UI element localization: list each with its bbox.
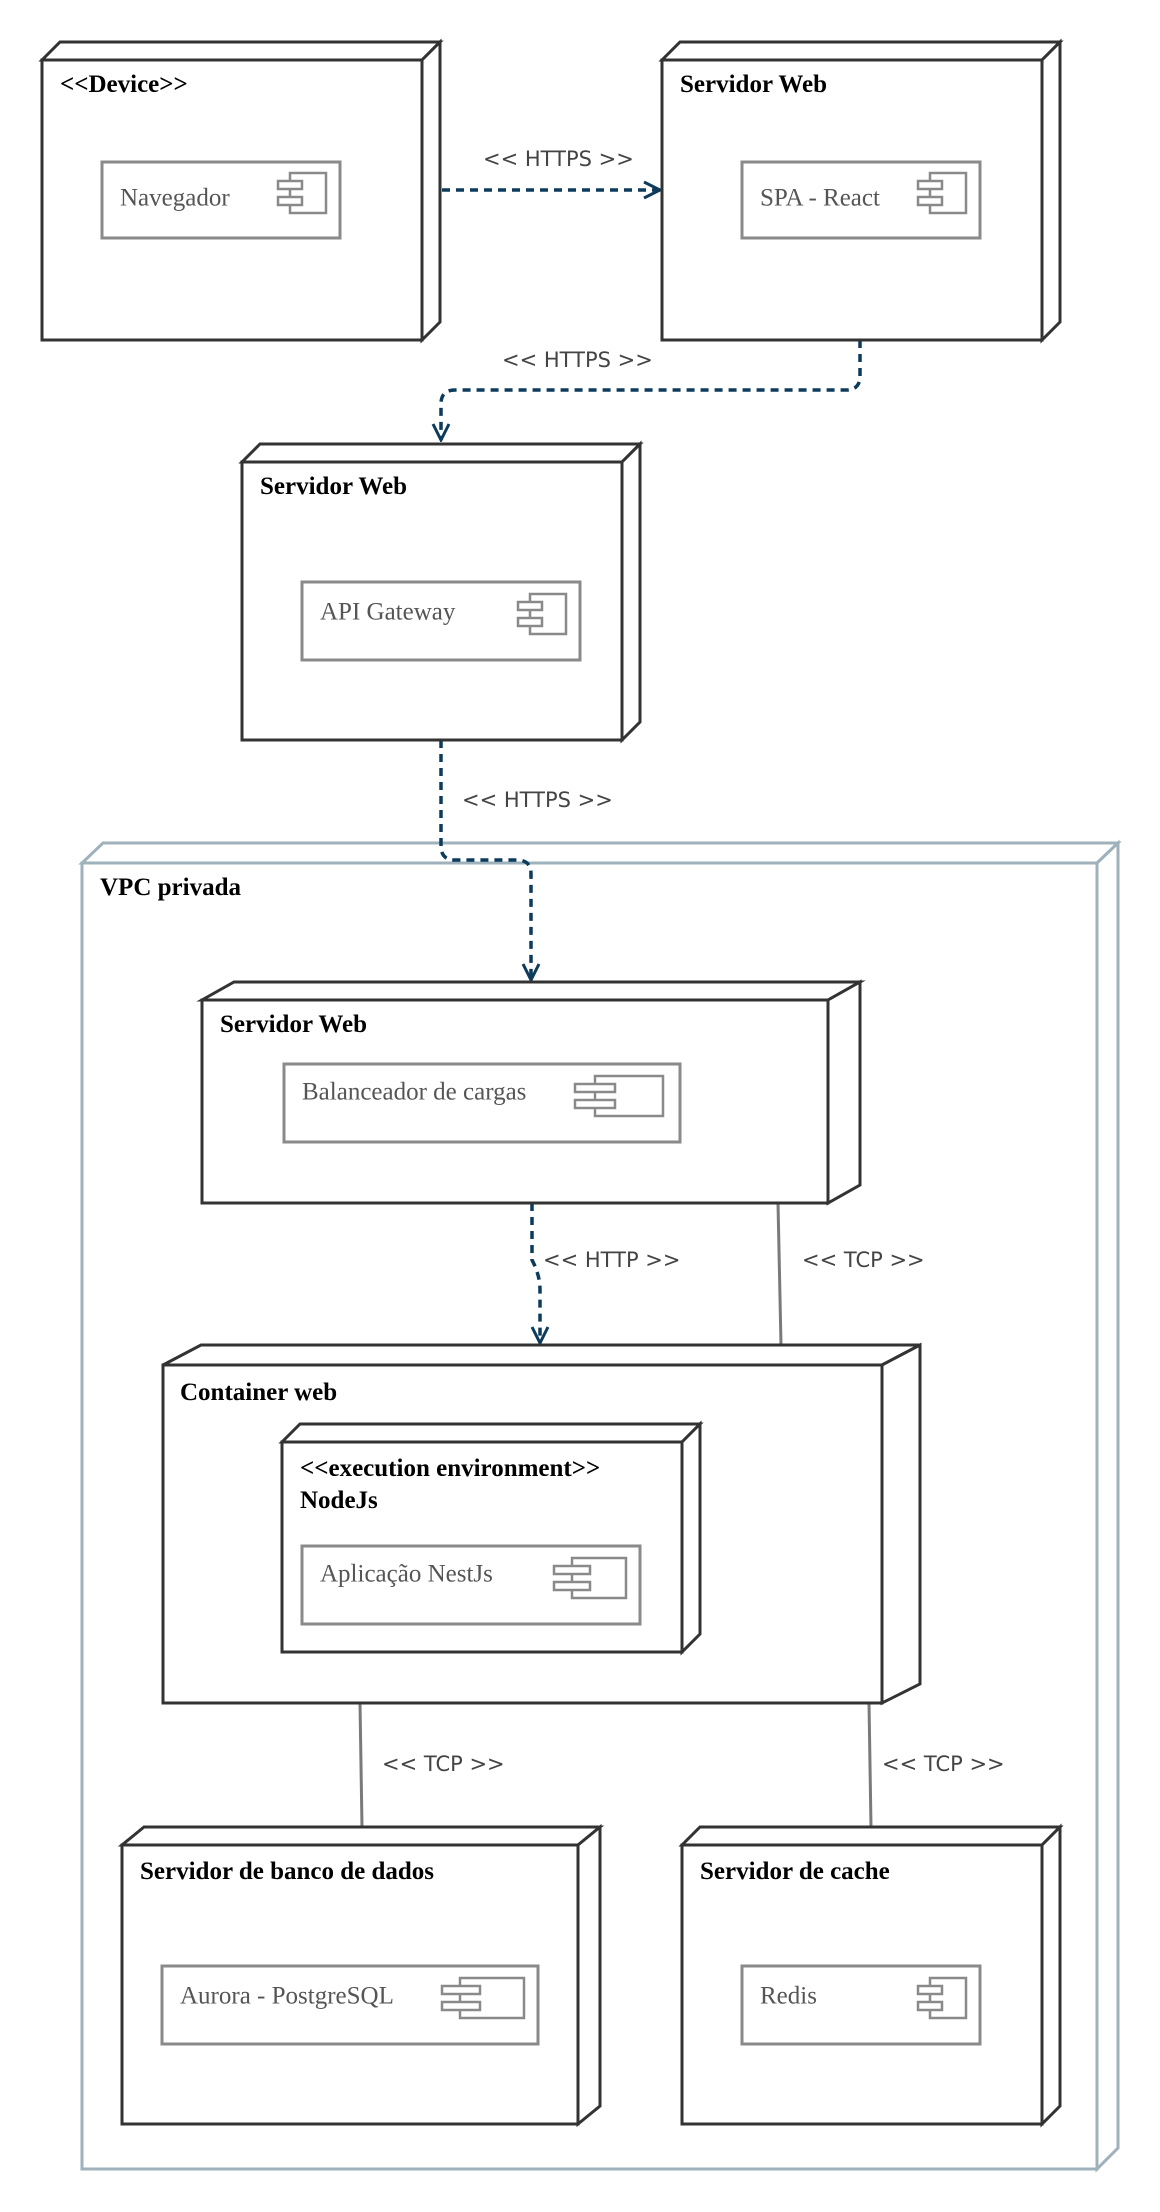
web-server-api-node[interactable]: Servidor Web API Gateway <box>238 440 644 744</box>
edge-label-lb-to-container: << HTTP >> <box>543 1248 680 1272</box>
edge-label-container-to-db: << TCP >> <box>382 1752 505 1776</box>
container-web-title: Container web <box>180 1379 337 1406</box>
component-icon <box>552 1556 628 1600</box>
edge-label-lb-to-container-tcp: << TCP >> <box>802 1248 925 1272</box>
component-icon <box>440 1976 526 2020</box>
spa-react-component[interactable]: SPA - React <box>740 160 982 240</box>
aurora-postgresql-component[interactable]: Aurora - PostgreSQL <box>160 1964 540 2046</box>
load-balancer-label: Balanceador de cargas <box>302 1079 526 1106</box>
load-balancer-component[interactable]: Balanceador de cargas <box>282 1062 682 1144</box>
api-gateway-component[interactable]: API Gateway <box>300 580 582 662</box>
component-icon <box>573 1074 665 1118</box>
navegador-label: Navegador <box>120 185 230 212</box>
navegador-component[interactable]: Navegador <box>100 160 342 240</box>
cache-server-node[interactable]: Servidor de cache Redis <box>678 1823 1064 2128</box>
web-server-api-title: Servidor Web <box>260 473 407 500</box>
component-icon <box>276 171 328 215</box>
edge-lb-to-container-tcp[interactable] <box>776 1202 783 1346</box>
component-icon <box>916 1976 968 2020</box>
redis-component[interactable]: Redis <box>740 1964 982 2046</box>
spa-react-label: SPA - React <box>760 185 880 212</box>
edge-api-to-lb[interactable] <box>439 740 531 980</box>
edge-label-spa-to-api: << HTTPS >> <box>502 348 653 372</box>
edge-label-device-to-spa: << HTTPS >> <box>483 147 634 171</box>
connections: << HTTPS >> << HTTPS >> << HTTPS >> << H… <box>358 147 1005 1828</box>
api-gateway-label: API Gateway <box>320 599 456 626</box>
component-icon <box>916 171 968 215</box>
edge-spa-to-api[interactable] <box>441 340 862 440</box>
web-server-spa-title: Servidor Web <box>680 71 827 98</box>
nodejs-execution-environment[interactable]: <<execution environment>> NodeJs Aplicaç… <box>278 1420 704 1656</box>
edge-label-api-to-lb: << HTTPS >> <box>462 788 613 812</box>
vpc-title: VPC privada <box>100 874 241 901</box>
nodejs-stereotype: <<execution environment>> <box>300 1455 600 1482</box>
database-server-title: Servidor de banco de dados <box>140 1858 434 1885</box>
edge-container-to-cache[interactable] <box>867 1702 873 1828</box>
web-server-spa-node[interactable]: Servidor Web SPA - React <box>658 38 1064 344</box>
cache-server-title: Servidor de cache <box>700 1858 890 1885</box>
container-web-node[interactable]: Container web <<execution environment>> … <box>161 1342 922 1706</box>
web-server-lb-title: Servidor Web <box>220 1011 367 1038</box>
web-server-lb-node[interactable]: Servidor Web Balanceador de cargas <box>196 979 866 1206</box>
nestjs-app-label: Aplicação NestJs <box>320 1561 493 1588</box>
vpc-node[interactable]: VPC privada <box>78 839 1122 2173</box>
redis-label: Redis <box>760 1983 817 2010</box>
device-title: <<Device>> <box>60 71 188 98</box>
edge-container-to-db[interactable] <box>358 1702 364 1828</box>
edge-lb-to-container[interactable] <box>530 1203 540 1343</box>
aurora-postgresql-label: Aurora - PostgreSQL <box>180 1983 394 2010</box>
nestjs-app-component[interactable]: Aplicação NestJs <box>300 1544 642 1626</box>
component-icon <box>516 592 568 636</box>
edge-label-container-to-cache: << TCP >> <box>882 1752 1005 1776</box>
database-server-node[interactable]: Servidor de banco de dados Aurora - Post… <box>117 1823 605 2128</box>
nodejs-title: NodeJs <box>300 1487 378 1514</box>
device-node[interactable]: <<Device>> Navegador <box>38 38 444 344</box>
